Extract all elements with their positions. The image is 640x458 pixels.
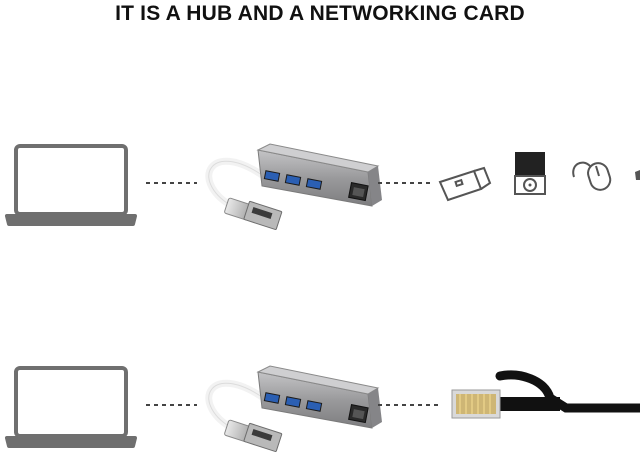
- row-network: [5, 365, 640, 453]
- usb-hub-icon: [205, 365, 382, 453]
- usb-hub-icon: [205, 143, 382, 231]
- laptop-icon: [5, 144, 137, 226]
- laptop-icon: [5, 366, 137, 448]
- mouse-icon: [572, 161, 612, 191]
- row-hub: [5, 143, 640, 231]
- cd-drive-icon: [514, 152, 546, 195]
- ethernet-cable-icon: [451, 370, 640, 419]
- usb-flash-drive-icon: [438, 166, 492, 202]
- page-title: IT IS A HUB AND A NETWORKING CARD: [115, 2, 525, 25]
- partial-icon: [635, 170, 640, 180]
